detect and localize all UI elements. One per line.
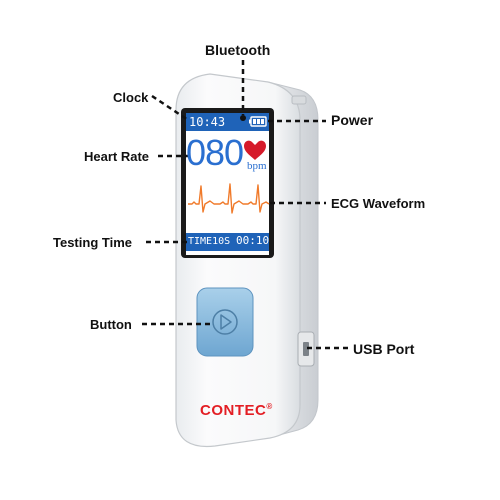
callout-ecg-waveform: ECG Waveform <box>331 196 426 211</box>
screen-top-bar <box>186 113 269 131</box>
usb-port-socket <box>303 342 309 356</box>
heart-rate-value: 080 <box>186 132 244 173</box>
timer-value: 00:10 <box>236 234 270 247</box>
heart-icon <box>244 140 266 160</box>
play-icon-ring <box>212 309 238 335</box>
callout-testing-time: Testing Time <box>53 235 132 250</box>
callout-bluetooth: Bluetooth <box>205 42 271 58</box>
callout-power: Power <box>331 112 374 128</box>
brand-name: CONTEC <box>200 402 267 419</box>
brand-logo: CONTEC® <box>200 402 273 419</box>
callout-button: Button <box>90 317 132 332</box>
power-button[interactable] <box>291 95 307 105</box>
timer-label: TIME10S <box>188 236 231 247</box>
ecg-waveform <box>188 183 270 214</box>
clock-display: 10:43 <box>189 115 226 129</box>
play-icon <box>220 314 232 330</box>
callout-lines <box>142 60 350 350</box>
callout-clock: Clock <box>113 90 149 105</box>
clock-line <box>151 94 189 122</box>
battery-icon <box>249 116 267 127</box>
callout-usb-port: USB Port <box>353 341 415 357</box>
screen <box>186 113 269 255</box>
callout-heart-rate: Heart Rate <box>84 149 150 164</box>
bluetooth-dot <box>240 115 246 121</box>
brand-mark: ® <box>266 402 273 411</box>
screen-bottom-bar <box>186 233 269 251</box>
front-button[interactable] <box>196 287 254 357</box>
heart-rate-unit: bpm <box>247 160 267 172</box>
